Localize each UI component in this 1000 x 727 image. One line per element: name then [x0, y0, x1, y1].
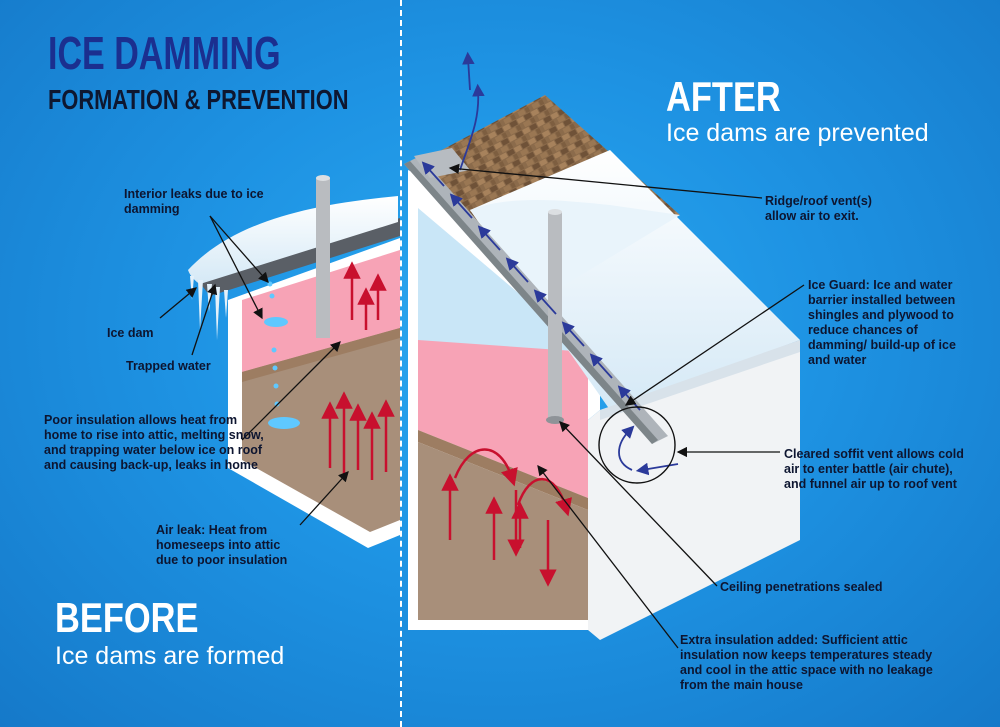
- label-ice-guard: Ice Guard: Ice and water barrier install…: [808, 278, 956, 367]
- before-heat-arrows: [321, 261, 395, 480]
- after-vent-pipe: [548, 212, 562, 418]
- label-trapped-water: Trapped water: [126, 359, 211, 373]
- before-house: [188, 175, 400, 548]
- label-air-leak: Air leak: Heat from homeseeps into attic…: [156, 523, 288, 567]
- after-insulation: [418, 340, 588, 498]
- label-extra-insulation: Extra insulation added: Sufficient attic…: [680, 633, 933, 692]
- label-ceiling-penetrations: Ceiling penetrations sealed: [720, 580, 883, 594]
- label-interior-leaks: Interior leaks due to ice damming: [124, 187, 264, 216]
- water-drips: [264, 281, 300, 429]
- after-heat-arrows: [441, 448, 572, 587]
- before-after-divider: [400, 0, 402, 727]
- label-ridge-vent: Ridge/roof vent(s) allow air to exit.: [765, 194, 872, 223]
- after-subheading: Ice dams are prevented: [666, 119, 929, 147]
- before-roof: [196, 218, 400, 296]
- label-ice-dam: Ice dam: [107, 326, 154, 340]
- before-vent-pipe: [316, 178, 330, 338]
- before-subheading: Ice dams are formed: [55, 642, 285, 670]
- page-subtitle: FORMATION & PREVENTION: [48, 84, 349, 115]
- after-house: [404, 51, 800, 640]
- after-heading: AFTER: [666, 73, 781, 120]
- label-poor-insulation: Poor insulation allows heat from home to…: [44, 413, 264, 472]
- ridge-exit-arrows: [459, 51, 485, 171]
- soffit-callout-circle: [598, 406, 676, 484]
- before-snow: [188, 196, 398, 284]
- page-title: ICE DAMMING: [48, 27, 281, 79]
- leader-lines: [159, 163, 805, 649]
- before-heading: BEFORE: [55, 594, 199, 641]
- label-soffit-vent: Cleared soffit vent allows cold air to e…: [784, 447, 964, 491]
